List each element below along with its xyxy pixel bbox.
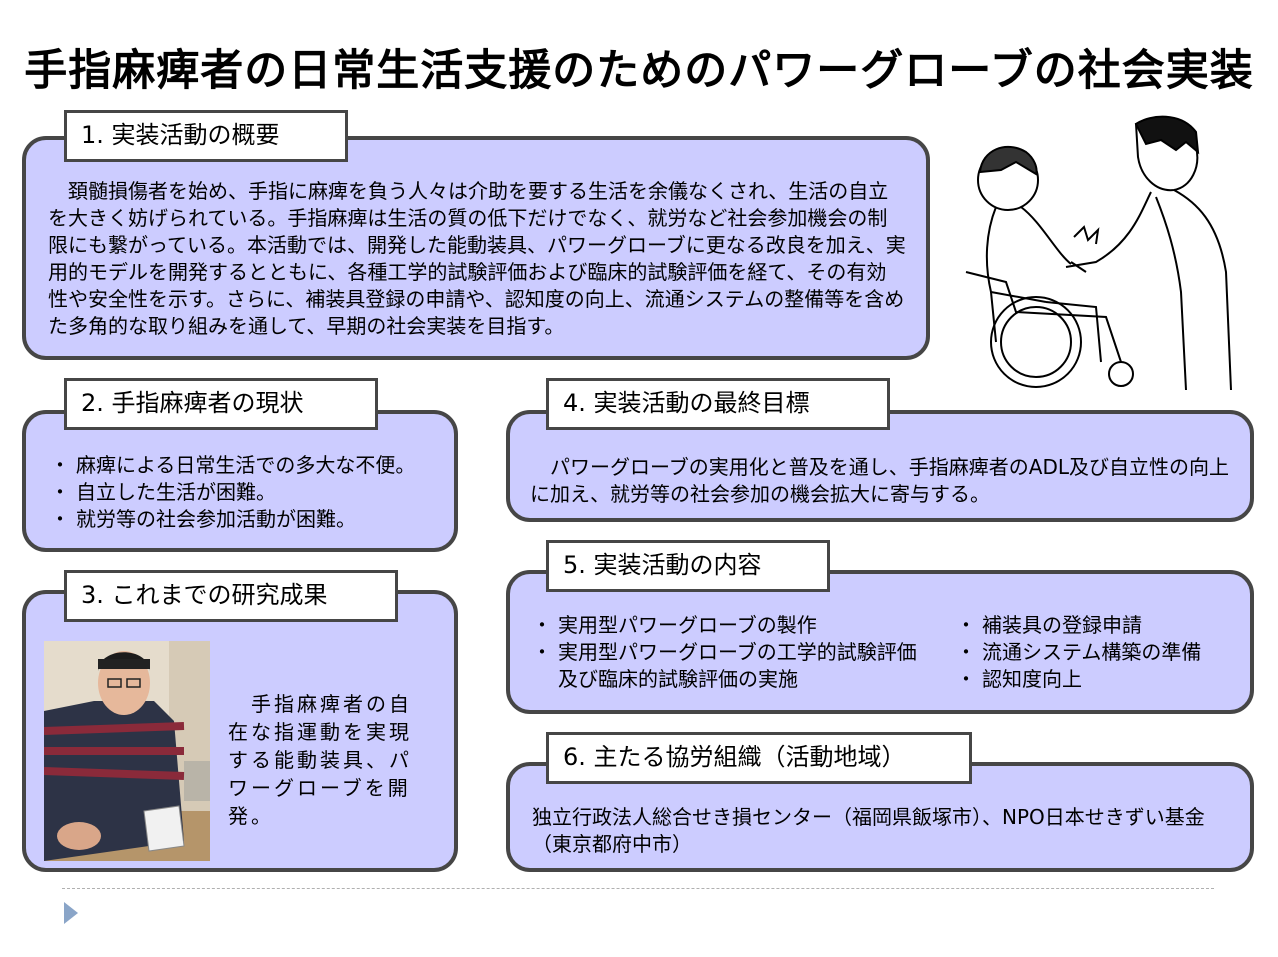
- handshake-wheelchair-illustration: [965, 115, 1232, 390]
- section-final-goal-label: 4. 実装活動の最終目標: [546, 378, 890, 430]
- section-activities-box: ・実用型パワーグローブの製作 ・実用型パワーグローブの工学的試験評価及び臨床的試…: [506, 570, 1254, 714]
- section-partners-label: 6. 主たる協労組織（活動地域）: [546, 732, 972, 784]
- section-activities-label: 5. 実装活動の内容: [546, 540, 830, 592]
- section-overview-label: 1. 実装活動の概要: [64, 110, 348, 162]
- section-results-label: 3. これまでの研究成果: [64, 570, 398, 622]
- list-item: ・自立した生活が困難。: [50, 480, 276, 504]
- list-item: ・認知度向上: [956, 667, 1082, 691]
- list-item: ・流通システム構築の準備: [956, 640, 1202, 664]
- section-current-status-label: 2. 手指麻痺者の現状: [64, 378, 378, 430]
- list-item: ・実用型パワーグローブの工学的試験評価及び臨床的試験評価の実施: [532, 640, 917, 691]
- current-status-list: ・麻痺による日常生活での多大な不便。 ・自立した生活が困難。 ・就労等の社会参加…: [50, 452, 450, 533]
- play-triangle-icon: [64, 902, 78, 924]
- list-item: ・就労等の社会参加活動が困難。: [50, 507, 356, 531]
- section-final-goal-text: パワーグローブの実用化と普及を通し、手指麻痺者のADL及び自立性の向上に加え、就…: [530, 455, 1230, 506]
- page-title: 手指麻痺者の日常生活支援のためのパワーグローブの社会実装: [24, 46, 1254, 96]
- activities-left-list: ・実用型パワーグローブの製作 ・実用型パワーグローブの工学的試験評価及び臨床的試…: [532, 612, 922, 693]
- footer-divider: [62, 888, 1214, 889]
- list-item: ・麻痺による日常生活での多大な不便。: [50, 453, 416, 477]
- list-item: ・補装具の登録申請: [956, 613, 1142, 637]
- list-item: ・実用型パワーグローブの製作: [532, 613, 817, 637]
- section-results-text: 手指麻痺者の自在な指運動を実現する能動装具、パワーグローブを開発。: [228, 692, 412, 828]
- power-glove-user-photo: [44, 641, 210, 861]
- section-overview-text: 頚髄損傷者を始め、手指に麻痺を負う人々は介助を要する生活を余儀なくされ、生活の自…: [48, 179, 906, 338]
- section-current-status-box: ・麻痺による日常生活での多大な不便。 ・自立した生活が困難。 ・就労等の社会参加…: [22, 410, 458, 552]
- activities-right-list: ・補装具の登録申請 ・流通システム構築の準備 ・認知度向上: [956, 612, 1246, 693]
- section-partners-text: 独立行政法人総合せき損センター（福岡県飯塚市）、NPO日本せきずい基金（東京都府…: [532, 805, 1205, 856]
- section-overview-box: 頚髄損傷者を始め、手指に麻痺を負う人々は介助を要する生活を余儀なくされ、生活の自…: [22, 136, 930, 360]
